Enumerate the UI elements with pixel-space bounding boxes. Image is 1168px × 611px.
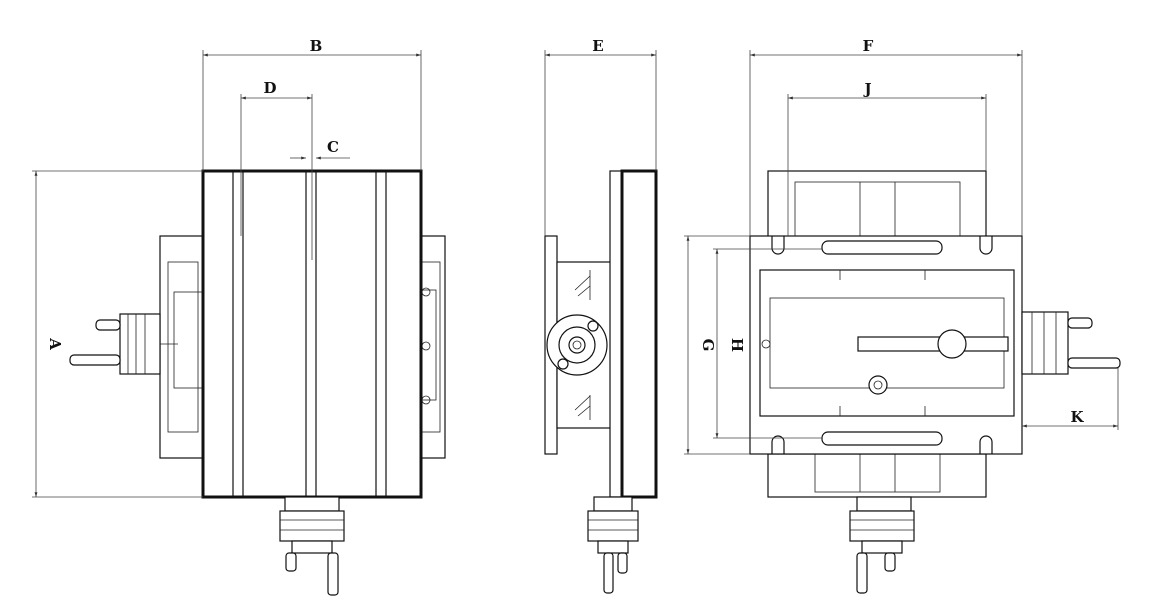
dimension-label-b: B xyxy=(310,37,323,55)
dimension-label-e: E xyxy=(592,37,603,55)
top-view: F J G H K xyxy=(684,37,1121,594)
side-view: E xyxy=(544,37,658,594)
dimension-label-k: K xyxy=(1070,408,1084,426)
front-view: B D C A xyxy=(32,37,446,596)
dimension-label-h: H xyxy=(728,338,746,352)
dimension-label-a: A xyxy=(46,337,64,350)
dimension-label-c: C xyxy=(327,138,339,156)
dimension-label-f: F xyxy=(863,37,874,55)
dimension-label-d: D xyxy=(263,79,276,97)
dimension-label-g: G xyxy=(699,339,717,352)
dimension-label-j: J xyxy=(862,80,871,98)
